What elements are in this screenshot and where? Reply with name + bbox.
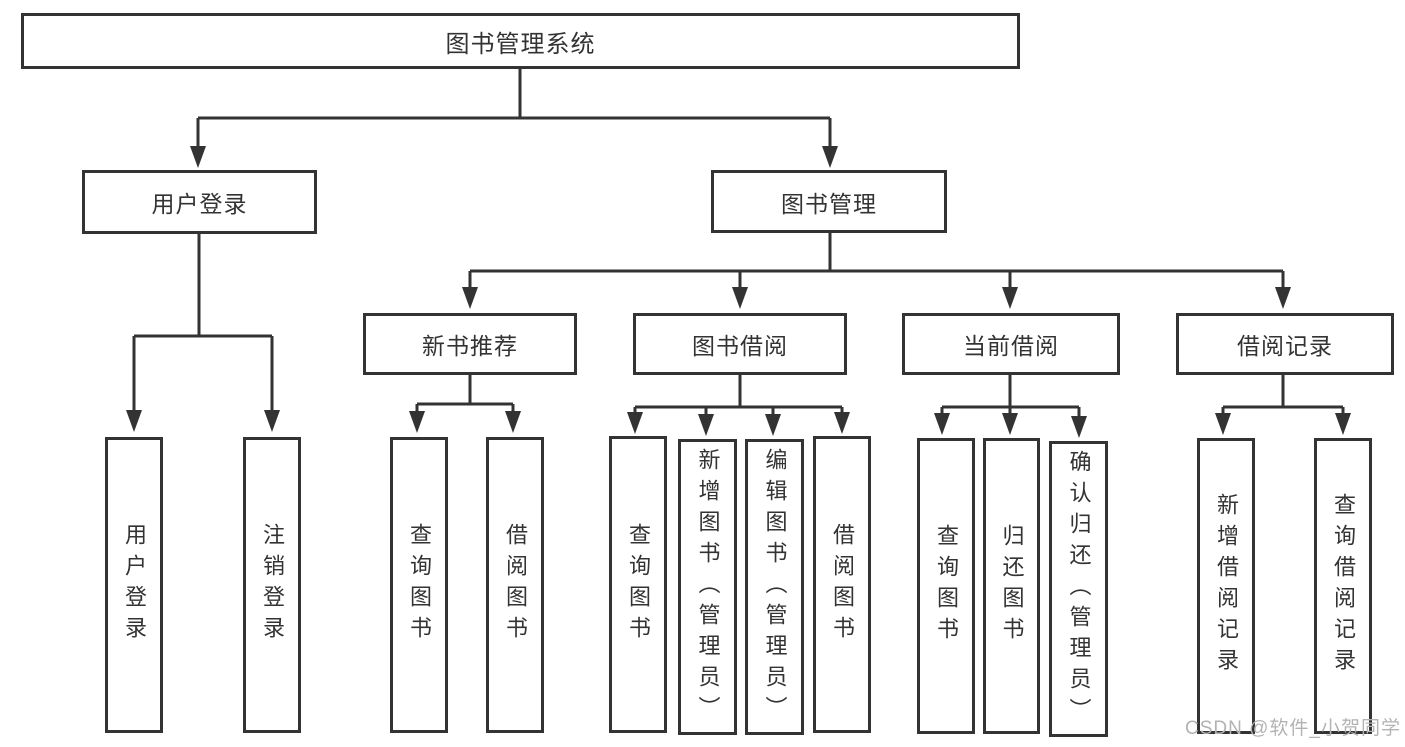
arrowhead-down-icon (190, 146, 206, 168)
node-label: 图书借阅 (692, 333, 788, 359)
node-new-book-recommendation: 新书推荐 (363, 313, 577, 375)
arrowhead-down-icon (732, 287, 748, 309)
leaf-logout: 注销登录 (243, 437, 301, 733)
node-user-login: 用户登录 (82, 170, 317, 234)
leaf-query-borrow-record: 查询借阅记录 (1314, 438, 1372, 734)
node-borrowing-records: 借阅记录 (1176, 313, 1394, 375)
leaf-user-login: 用户登录 (105, 437, 163, 733)
arrowhead-down-icon (264, 410, 280, 432)
node-label: 图书管理 (781, 190, 877, 217)
node-label: 查询借阅记录 (1331, 493, 1356, 679)
node-current-borrowing: 当前借阅 (902, 313, 1120, 375)
node-label: 新增图书（管理员） (695, 447, 721, 727)
arrowhead-down-icon (1335, 413, 1351, 435)
arrowhead-down-icon (1275, 287, 1291, 309)
leaf-query-books-current: 查询图书 (917, 438, 975, 734)
arrowhead-down-icon (126, 410, 142, 432)
node-label: 查询图书 (934, 524, 959, 648)
arrowhead-down-icon (822, 146, 838, 168)
node-library-system: 图书管理系统 (21, 13, 1020, 69)
leaf-add-books-admin: 新增图书（管理员） (678, 439, 737, 735)
node-label: 借阅图书 (503, 523, 528, 647)
arrowhead-down-icon (462, 287, 478, 309)
arrowhead-down-icon (698, 414, 714, 436)
arrowhead-down-icon (834, 412, 850, 434)
node-label: 借阅记录 (1237, 333, 1333, 359)
arrowhead-down-icon (1002, 413, 1018, 435)
leaf-edit-books-admin: 编辑图书（管理员） (745, 439, 804, 735)
leaf-return-books: 归还图书 (983, 438, 1040, 734)
leaf-confirm-return-admin: 确认归还（管理员） (1049, 441, 1108, 737)
csdn-watermark: CSDN @软件_小贺同学 (1185, 718, 1401, 739)
node-book-borrowing: 图书借阅 (633, 313, 847, 375)
node-label: 借阅图书 (830, 522, 855, 647)
leaf-add-borrow-record: 新增借阅记录 (1197, 438, 1255, 734)
node-label: 确认归还（管理员） (1066, 449, 1092, 729)
leaf-query-books-recommend: 查询图书 (390, 437, 448, 733)
node-label: 查询图书 (626, 522, 651, 647)
node-label: 用户登录 (151, 191, 248, 217)
leaf-query-books-borrowing: 查询图书 (609, 436, 667, 733)
node-book-management: 图书管理 (711, 170, 947, 233)
node-label: 用户登录 (122, 523, 147, 647)
leaf-borrow-books-recommend: 借阅图书 (486, 437, 544, 733)
node-label: 新增借阅记录 (1214, 493, 1239, 679)
node-label: 编辑图书（管理员） (762, 447, 788, 727)
arrowhead-down-icon (934, 413, 950, 435)
node-label: 图书管理系统 (445, 30, 596, 58)
node-label: 新书推荐 (422, 333, 518, 359)
arrowhead-down-icon (627, 412, 643, 434)
leaf-borrow-books-borrowing: 借阅图书 (813, 436, 871, 733)
node-label: 注销登录 (260, 523, 285, 647)
arrowhead-down-icon (1002, 287, 1018, 309)
arrowhead-down-icon (505, 411, 521, 433)
arrowhead-down-icon (1215, 413, 1231, 435)
node-label: 当前借阅 (963, 333, 1059, 359)
arrowhead-down-icon (1071, 416, 1087, 438)
arrowhead-down-icon (409, 411, 425, 433)
arrowhead-down-icon (765, 414, 781, 436)
node-label: 查询图书 (407, 523, 432, 647)
node-label: 归还图书 (999, 524, 1025, 648)
